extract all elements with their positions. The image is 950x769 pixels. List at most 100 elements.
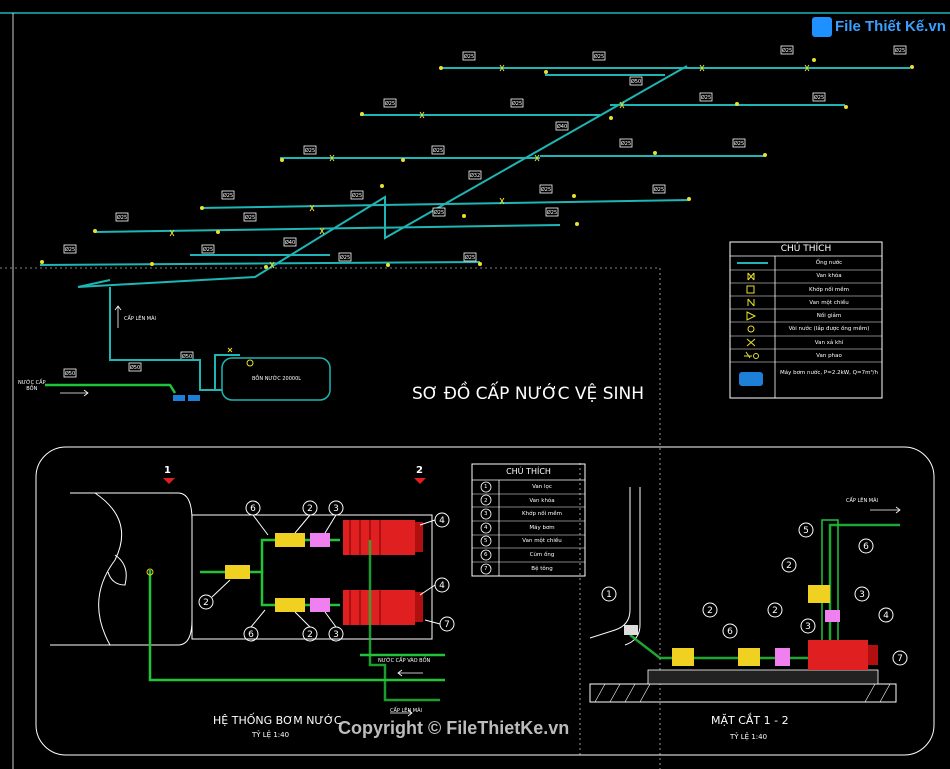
legend2-title: CHÚ THÍCH [506, 467, 551, 476]
svg-text:2: 2 [772, 606, 778, 616]
legend2-row: 2 Van khóa [474, 495, 584, 509]
svg-text:Ø25: Ø25 [352, 192, 362, 199]
legend2-label: Bệ tông [531, 565, 553, 572]
network-valves [169, 64, 810, 269]
pump-room-piping [146, 533, 445, 702]
svg-text:Ø25: Ø25 [223, 192, 233, 199]
section-marker-1: 1 [164, 465, 171, 476]
svg-text:1: 1 [606, 590, 612, 600]
svg-text:Ø25: Ø25 [895, 47, 905, 54]
logo-watermark: File Thiết Kế.vn [812, 14, 947, 40]
svg-text:Ø25: Ø25 [814, 94, 824, 101]
svg-text:Ø25: Ø25 [203, 246, 213, 253]
isometric-pipe-network [39, 65, 910, 361]
svg-text:2: 2 [707, 606, 713, 616]
tank-area [45, 305, 331, 401]
svg-text:Ø32: Ø32 [470, 172, 480, 179]
svg-text:Ø50: Ø50 [182, 353, 192, 360]
legend2-label: Van một chiều [522, 538, 562, 545]
legend2-label: Van khóa [529, 497, 555, 504]
section-drawing [589, 487, 901, 703]
svg-text:Ø25: Ø25 [464, 53, 474, 60]
legend2-num: 3 [484, 511, 488, 518]
legend2-num: 1 [484, 484, 488, 490]
svg-text:Ø40: Ø40 [285, 239, 295, 246]
pump-up-label: CẤP LÊN MÁI [390, 708, 422, 714]
legend2-row: 5 Van một chiều [474, 535, 584, 549]
legend1-item: Vòi nước (lắp được ống mềm) [788, 326, 870, 333]
water-in-line1: NƯỚC CẤP [18, 380, 46, 386]
legend2-row: 3 Khớp nối mềm [474, 508, 584, 522]
pump-system-scale: TỶ LỆ 1:40 [252, 731, 290, 739]
svg-text:Ø25: Ø25 [654, 186, 664, 193]
logo-text: File Thiết Kế.vn [835, 18, 946, 35]
section-marker-2: 2 [416, 465, 423, 476]
svg-text:Ø25: Ø25 [433, 147, 443, 154]
svg-text:Ø25: Ø25 [117, 214, 127, 221]
svg-text:6: 6 [863, 542, 869, 552]
water-in-line2: BỒN [26, 386, 38, 392]
legend1-item: Nối giảm [816, 313, 842, 320]
legend1-item: Ống nước [815, 260, 843, 266]
svg-text:Ø25: Ø25 [340, 254, 350, 261]
legend1-item: Khớp nối mềm [809, 286, 849, 293]
section-marker-arrows [163, 478, 426, 484]
pump-system-title: HỆ THỐNG BƠM NƯỚC [213, 714, 342, 727]
svg-text:6: 6 [250, 504, 256, 514]
legend-1 [729, 241, 883, 399]
riser-up-label: CẤP LÊN MÁI [124, 316, 156, 322]
pump-in-label: NƯỚC CẤP VÀO BỒN [378, 658, 431, 664]
svg-text:4: 4 [883, 611, 889, 621]
svg-text:Ø25: Ø25 [465, 254, 475, 261]
detail-frame [35, 446, 935, 756]
svg-text:Ø50: Ø50 [631, 78, 641, 85]
tank-label: BỒN NƯỚC 20000L [252, 376, 302, 382]
svg-text:2: 2 [307, 504, 313, 514]
legend2-num: 5 [484, 538, 488, 545]
svg-text:Ø25: Ø25 [547, 209, 557, 216]
svg-text:Ø25: Ø25 [434, 209, 444, 216]
legend1-items: Ống nước Van khóa Khớp nối mềm Van một c… [776, 257, 882, 399]
pump-callouts [198, 500, 455, 642]
svg-text:Ø25: Ø25 [245, 214, 255, 221]
legend2-label: Cùm ống [529, 551, 555, 558]
legend1-title: CHÚ THÍCH [780, 244, 832, 254]
legend1-item: Van một chiều [809, 299, 849, 306]
legend2-num: 2 [484, 497, 488, 504]
legend2-label: Khớp nối mềm [522, 511, 562, 518]
svg-text:Ø25: Ø25 [594, 53, 604, 60]
section-up-label: CẤP LÊN MÁI [846, 498, 878, 504]
svg-text:Ø50: Ø50 [65, 370, 75, 377]
svg-text:Ø25: Ø25 [385, 100, 395, 107]
legend1-item: Máy bơm nước, P=2.2kW, Q=7m³/h [779, 370, 879, 377]
svg-text:Ø25: Ø25 [65, 246, 75, 253]
svg-text:Ø25: Ø25 [701, 94, 711, 101]
svg-text:7: 7 [897, 654, 903, 664]
svg-text:3: 3 [859, 590, 865, 600]
legend2-num: 7 [484, 565, 488, 572]
arrow-up-roof [390, 709, 413, 717]
svg-text:2: 2 [203, 598, 209, 608]
legend2-row: 1 Van lọc [474, 481, 584, 495]
legend1-item: Van khóa [816, 273, 842, 280]
svg-text:Ø25: Ø25 [305, 147, 315, 154]
svg-text:2: 2 [307, 630, 313, 640]
legend2-label: Van lọc [532, 484, 552, 490]
legend2-num: 4 [484, 524, 488, 531]
section-scale: TỶ LỆ 1:40 [730, 733, 768, 741]
svg-text:3: 3 [333, 504, 339, 514]
svg-text:Ø25: Ø25 [734, 140, 744, 147]
logo-icon [812, 17, 832, 37]
legend2-num: 6 [484, 551, 488, 558]
pump-top [343, 520, 423, 555]
pipe-size-tags: Ø25 Ø25 Ø25 Ø25 Ø50 Ø25 Ø25 Ø25 Ø25 Ø40 … [63, 45, 907, 378]
svg-text:4: 4 [439, 516, 445, 526]
svg-text:4: 4 [439, 581, 445, 591]
pump-bottom [343, 590, 423, 625]
svg-text:2: 2 [786, 561, 792, 571]
svg-text:Ø50: Ø50 [130, 364, 140, 371]
